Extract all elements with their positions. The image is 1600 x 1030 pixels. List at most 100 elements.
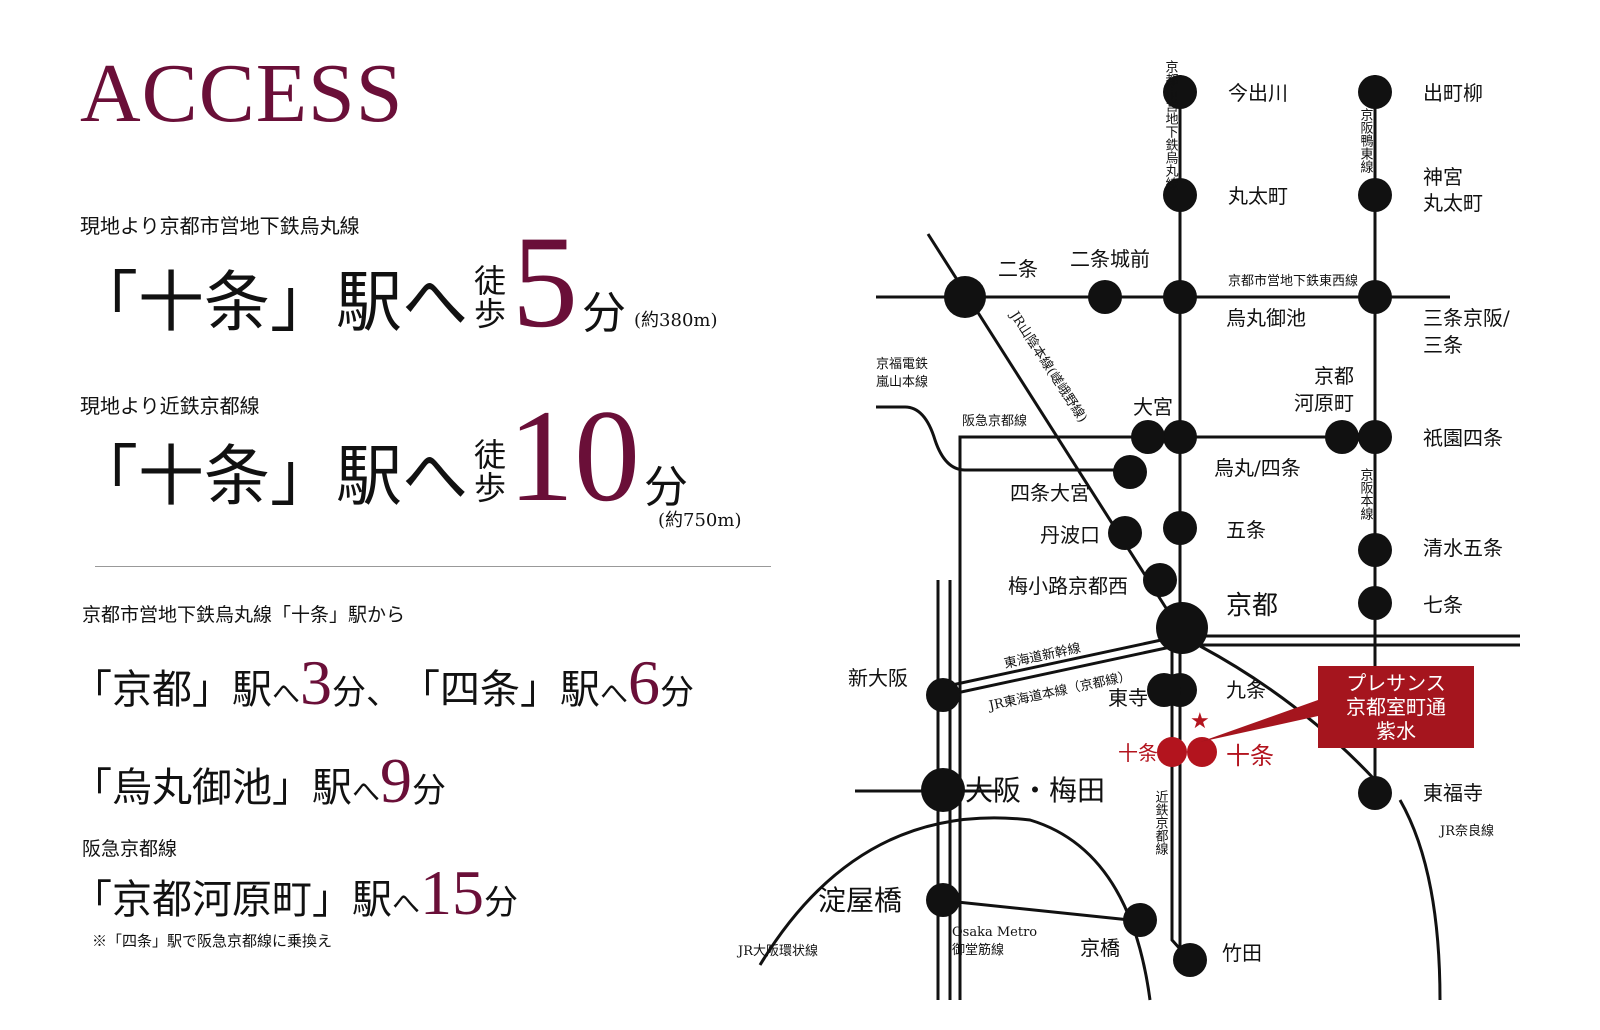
station-dot-jujo-kintetsu bbox=[1157, 737, 1187, 767]
station-dot-takeda bbox=[1173, 943, 1207, 977]
label-kawara-1: 京都 bbox=[1314, 364, 1354, 388]
station-dot-nijo bbox=[944, 276, 986, 318]
route-kyoto-label: 「京都」駅 bbox=[72, 667, 272, 713]
label-tambaguchi: 丹波口 bbox=[1040, 523, 1100, 547]
access-1-minutes: 5 bbox=[512, 207, 579, 355]
access-1-unit: 分 bbox=[582, 288, 627, 339]
property-callout bbox=[1200, 666, 1474, 748]
route-shijo-label: 「四条」駅 bbox=[400, 667, 601, 713]
label-jingu-1: 神宮 bbox=[1423, 165, 1463, 189]
station-dot-marutamachi bbox=[1163, 178, 1197, 212]
route-kyoto-minutes: 3 bbox=[300, 646, 333, 718]
label-kyobashi: 京橋 bbox=[1080, 936, 1120, 960]
label-jujo-kintetsu: 十条 bbox=[1118, 741, 1158, 765]
label-sanjo-1: 三条京阪/ bbox=[1423, 306, 1510, 330]
line-label-karasuma: 京都市営地下鉄烏丸線 bbox=[1163, 60, 1179, 190]
access-2-unit: 分 bbox=[644, 462, 689, 513]
station-dot-sanjo bbox=[1358, 280, 1392, 314]
label-shijo-omiya: 四条大宮 bbox=[1010, 481, 1090, 505]
label-kawara-2: 河原町 bbox=[1294, 391, 1354, 415]
label-karasuma-oike: 烏丸御池 bbox=[1226, 306, 1306, 330]
station-dot-tofukuji bbox=[1358, 776, 1392, 810]
property-marker: プレサンス 京都室町通 紫水 bbox=[1200, 666, 1474, 748]
label-imadegawa: 今出川 bbox=[1228, 81, 1288, 105]
route-kawaramachi: 「京都河原町」駅 へ 15 分 bbox=[72, 850, 519, 928]
property-star: ★ bbox=[1190, 709, 1210, 734]
jr-nara-line bbox=[1199, 644, 1377, 782]
line-label-hankyu: 阪急京都線 bbox=[962, 413, 1027, 429]
label-toji: 東寺 bbox=[1108, 686, 1148, 710]
station-dot-demachiyanagi bbox=[1358, 75, 1392, 109]
route-kawaramachi-minutes: 15 bbox=[420, 856, 485, 928]
access-1-row: 「十条」駅へ 徒歩 5 分 (約380m) bbox=[72, 206, 718, 355]
access-2-walk: 徒歩 bbox=[474, 435, 507, 508]
label-jujo-subway: 十条 bbox=[1226, 742, 1274, 770]
route-oike-minutes: 9 bbox=[380, 744, 413, 816]
divider bbox=[95, 566, 771, 567]
station-dot-kyoto bbox=[1156, 602, 1208, 654]
line-label-tozai: 京都市営地下鉄東西線 bbox=[1228, 273, 1358, 289]
station-dot-shijo-omiya bbox=[1113, 455, 1147, 489]
label-shin-osaka: 新大阪 bbox=[848, 666, 908, 690]
label-kyoto: 京都 bbox=[1226, 591, 1278, 621]
label-tofukuji: 東福寺 bbox=[1423, 781, 1483, 805]
label-shichijo: 七条 bbox=[1423, 593, 1463, 617]
label-kiyomizu-gojo: 清水五条 bbox=[1423, 536, 1503, 560]
label-sanjo-2: 三条 bbox=[1423, 333, 1463, 357]
station-dot-umekoji bbox=[1143, 563, 1177, 597]
station-dot-shichijo bbox=[1358, 586, 1392, 620]
station-dot-omiya bbox=[1131, 420, 1165, 454]
hankyu-line bbox=[958, 435, 1375, 1000]
label-yodoyabashi: 淀屋橋 bbox=[818, 884, 902, 917]
access-2-station: 「十条」駅へ bbox=[72, 438, 468, 515]
station-dot-imadegawa bbox=[1163, 75, 1197, 109]
label-demachiyanagi: 出町柳 bbox=[1423, 81, 1483, 105]
label-karasuma-shijo: 烏丸/四条 bbox=[1214, 456, 1301, 480]
station-dot-osaka-umeda bbox=[921, 768, 965, 812]
line-label-jr-loop: JR大阪環状線 bbox=[736, 943, 818, 959]
label-gojo: 五条 bbox=[1226, 518, 1266, 542]
route-oike-he: へ bbox=[352, 775, 381, 808]
route-kyoto-shijo: 「京都」駅 へ 3 分、 「四条」駅 へ 6 分 bbox=[72, 640, 695, 718]
line-label-keihan-oto: 京阪鴨東線 bbox=[1358, 108, 1374, 173]
station-dot-kiyomizu-gojo bbox=[1358, 533, 1392, 567]
line-label-jr-sanin: JR山陰本線(嵯峨野線) bbox=[1006, 307, 1091, 426]
label-osaka-umeda: 大阪・梅田 bbox=[965, 774, 1105, 807]
station-dot-jingu bbox=[1358, 178, 1392, 212]
station-dot-yodoyabashi bbox=[926, 883, 960, 917]
property-name-2: 京都室町通 bbox=[1346, 695, 1446, 719]
route-oike-label: 「烏丸御池」駅 bbox=[72, 765, 352, 811]
station-dot-gion-shijo bbox=[1358, 420, 1392, 454]
station-dot-kyobashi bbox=[1123, 903, 1157, 937]
label-marutamachi: 丸太町 bbox=[1228, 184, 1288, 208]
label-omiya: 大宮 bbox=[1133, 395, 1173, 419]
station-dot-kawaramachi bbox=[1325, 420, 1359, 454]
label-umekoji: 梅小路京都西 bbox=[1008, 574, 1128, 598]
route-kawaramachi-he: へ bbox=[392, 887, 421, 920]
route-oike: 「烏丸御池」駅 へ 9 分 bbox=[72, 738, 446, 816]
randen-line bbox=[876, 405, 1130, 472]
access-1-lead: 現地より京都市営地下鉄烏丸線 bbox=[80, 214, 360, 238]
label-gion-shijo: 祇園四条 bbox=[1423, 426, 1503, 450]
route-shijo-unit: 分 bbox=[660, 673, 695, 713]
route-shijo-he: へ bbox=[600, 677, 629, 710]
transfer-note: ※「四条」駅で阪急京都線に乗換え bbox=[92, 932, 333, 950]
nara-down bbox=[1398, 799, 1442, 1001]
access-2-lead: 現地より近鉄京都線 bbox=[80, 394, 260, 418]
line-label-randen-2: 嵐山本線 bbox=[876, 374, 928, 390]
route-kawaramachi-unit: 分 bbox=[484, 883, 519, 923]
line-label-randen-1: 京福電鉄 bbox=[876, 357, 928, 372]
station-dot-shin-osaka bbox=[926, 678, 960, 712]
line-label-metro-2: 御堂筋線 bbox=[952, 942, 1004, 958]
keihan-osaka bbox=[937, 898, 1131, 922]
property-name-1: プレサンス bbox=[1346, 671, 1446, 695]
access-2-row: 「十条」駅へ 徒歩 10 分 bbox=[72, 380, 689, 521]
access-2-distance: (約750m) bbox=[658, 510, 742, 531]
access-1-walk: 徒歩 bbox=[474, 261, 507, 334]
label-nijo: 二条 bbox=[998, 257, 1038, 281]
station-dot-karasuma-oike bbox=[1163, 280, 1197, 314]
page-title: ACCESS bbox=[80, 47, 404, 140]
station-dot-gojo bbox=[1163, 511, 1197, 545]
route-kyoto-he: へ bbox=[272, 677, 301, 710]
